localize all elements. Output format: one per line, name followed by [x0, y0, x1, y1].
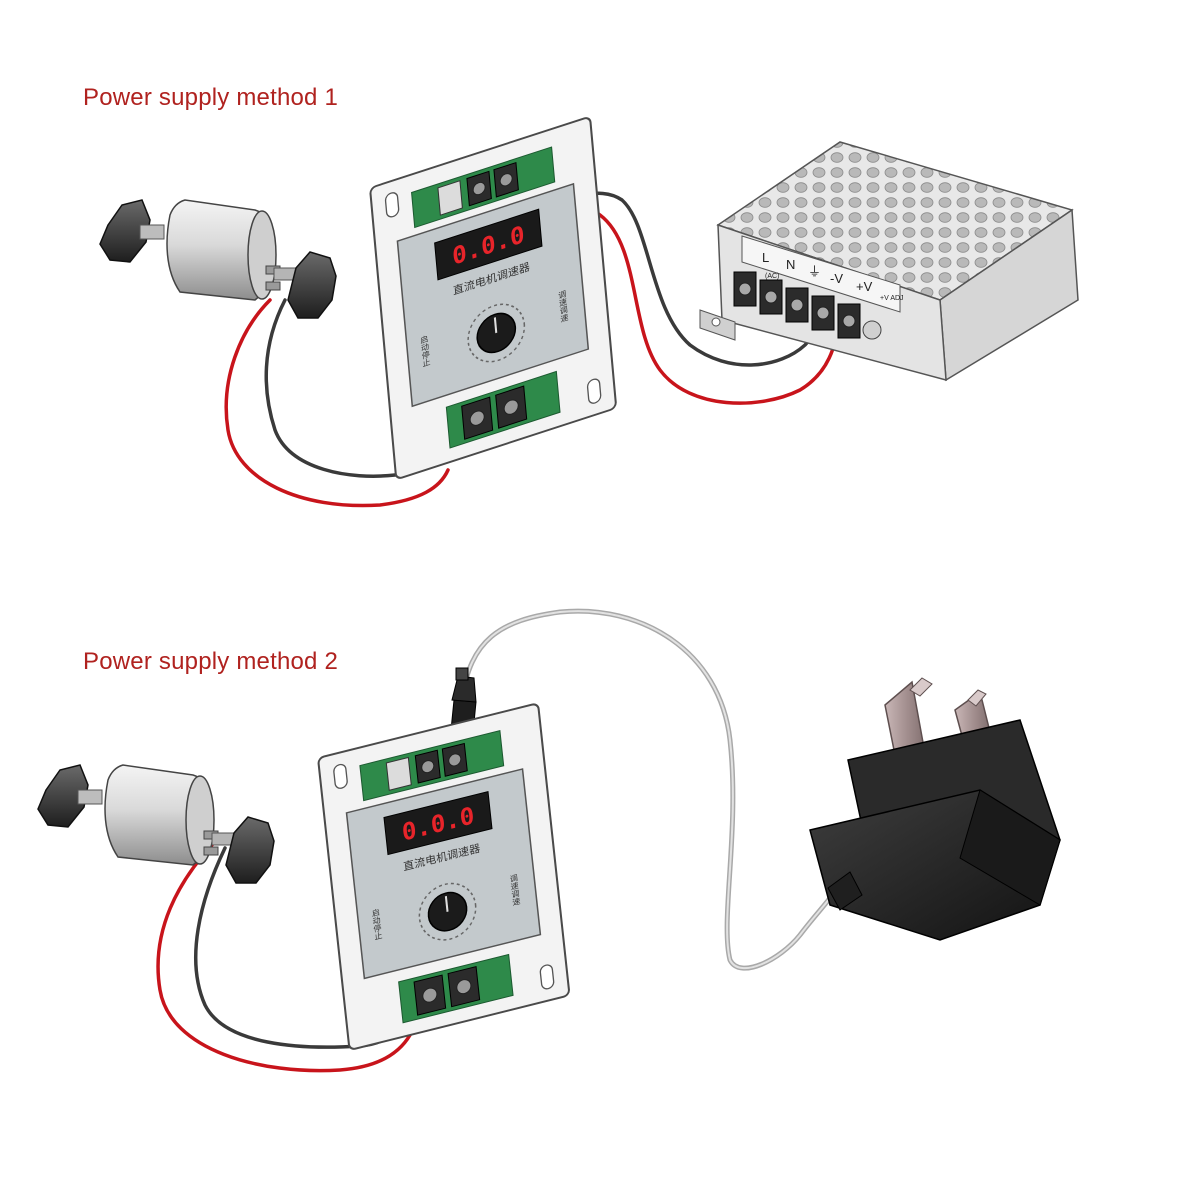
switching-power-supply: L N ⏚ -V +V (AC) +V ADJ	[699, 141, 1079, 382]
psu-label-pos-v: +V	[856, 279, 873, 294]
motor-wire-red	[156, 843, 412, 1073]
psu-label-neg-v: -V	[830, 271, 843, 286]
motor-knob-right	[225, 816, 275, 884]
adapter-prong	[967, 689, 987, 707]
dc-motor	[37, 764, 275, 884]
wall-plug-adapter	[809, 677, 1061, 941]
psu-adjust-pot[interactable]	[862, 320, 882, 340]
dc-motor	[99, 199, 337, 319]
psu-label-l: L	[762, 250, 769, 265]
controller-side-right: 调速调速	[558, 289, 571, 324]
method-2-group: 0.0.0 直流电机调速器 启动停止 调速调速	[37, 608, 1061, 1073]
motor-wire-red	[224, 298, 450, 508]
method-2-title: Power supply method 2	[83, 648, 339, 675]
controller-side-right: 调速调速	[509, 873, 521, 907]
motor-knob-left	[99, 199, 165, 263]
psu-screw-terminals	[733, 271, 882, 340]
adapter-prong	[909, 677, 933, 697]
psu-ac-note: (AC)	[765, 273, 779, 280]
motor-knob-right	[287, 251, 337, 319]
motor-knob-left	[37, 764, 103, 828]
method-1-title: Power supply method 1	[83, 84, 339, 111]
speed-controller: 0.0.0 直流电机调速器 启动停止 调速调速	[317, 703, 570, 1050]
controller-side-left: 启动停止	[419, 333, 432, 368]
controller-side-left: 启动停止	[371, 907, 383, 941]
psu-label-n: N	[786, 257, 795, 272]
speed-controller: 0.0.0 直流电机调速器 启动停止 调速调速	[369, 117, 617, 479]
psu-terminal-labels: L N ⏚ -V +V (AC) +V ADJ	[762, 250, 904, 302]
psu-label-ground: ⏚	[808, 264, 821, 279]
psu-adj-note: +V ADJ	[880, 295, 904, 302]
supply-wire-black	[546, 191, 822, 367]
method-1-group: 0.0.0 直流电机调速器 启动停止 调速调速 L	[99, 117, 1079, 508]
